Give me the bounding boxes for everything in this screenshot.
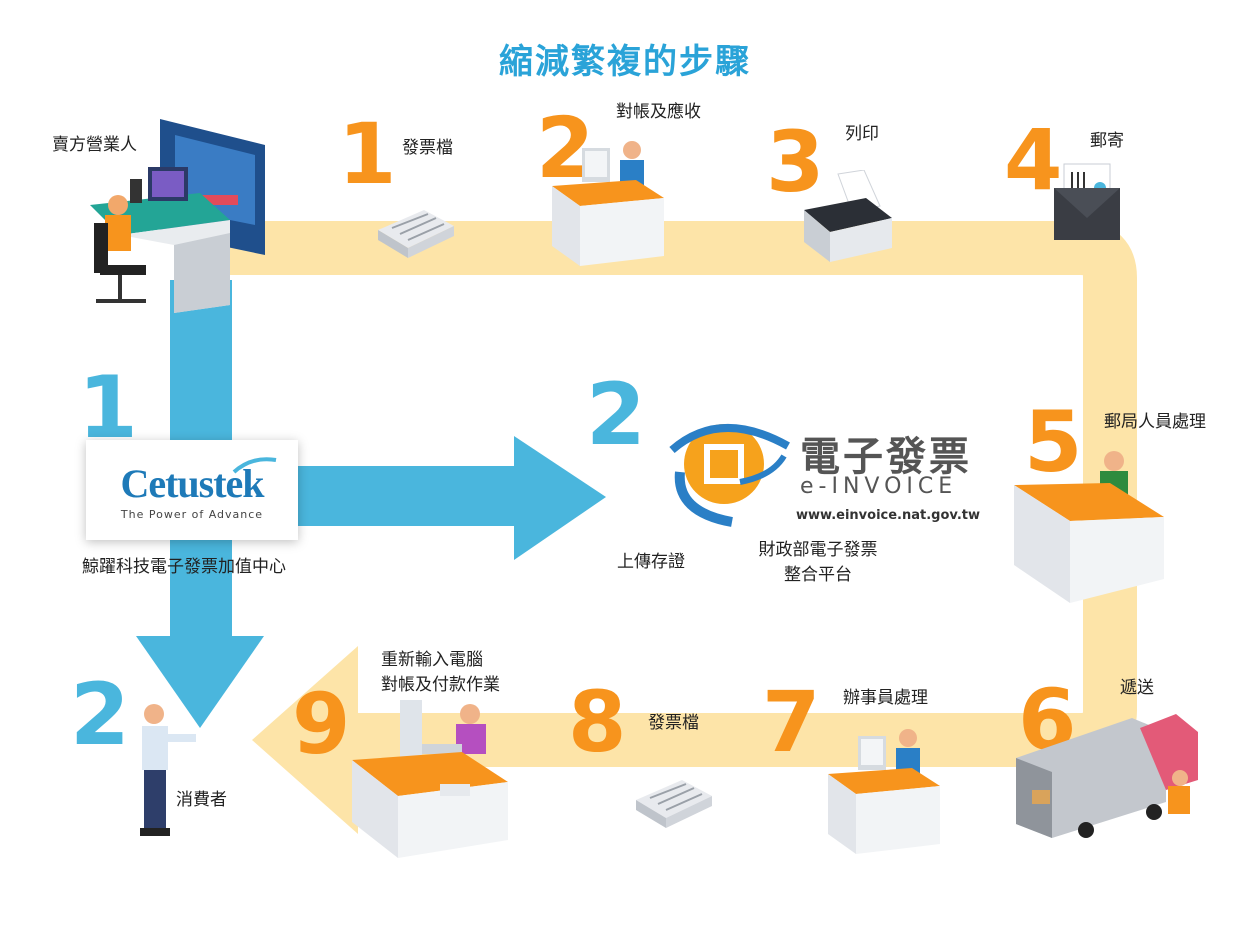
cetustek-tagline: The Power of Advance: [120, 508, 264, 521]
e-invoice-title: 電子發票: [800, 434, 972, 480]
paper-step-3-number: 3: [766, 113, 825, 211]
swoosh-icon: [232, 457, 277, 474]
paper-step-7-label: 辦事員處理: [843, 688, 928, 708]
blue-vertical-arrowhead: [136, 636, 264, 728]
page-title: 縮減繁複的步驟: [499, 42, 751, 82]
invoice-stack-icon: [378, 210, 454, 258]
paper-step-4-number: 4: [1004, 111, 1063, 209]
paper-step-3-label: 列印: [845, 124, 879, 144]
paper-step-6-label: 遞送: [1120, 678, 1154, 698]
e-invoice-logo-icon: [669, 424, 790, 527]
paper-step-9-label: 重新輸入電腦 對帳及付款作業: [381, 648, 500, 697]
paper-step-8-number: 8: [568, 673, 627, 771]
mail-envelope-icon: [1054, 163, 1120, 240]
consumer-person-icon: [140, 704, 196, 836]
e-invoice-subtitle: e-INVOICE: [800, 474, 958, 499]
left-step-1-label: 鯨躍科技電子發票加值中心: [82, 557, 286, 577]
seller-workstation-icon: [90, 119, 265, 313]
paper-flow-arrowhead: [252, 646, 358, 834]
clerk-desk-icon-2: [828, 729, 940, 854]
seller-label: 賣方營業人: [52, 135, 137, 155]
left-step-2-label: 上傳存證: [617, 552, 685, 572]
paper-step-9-label-line2: 對帳及付款作業: [381, 674, 500, 695]
post-office-counter-icon: [1014, 451, 1164, 603]
left-step-1-number: 1: [78, 358, 138, 458]
blue-horizontal-arrow-shaft: [296, 466, 518, 526]
invoice-stack-icon-2: [636, 780, 712, 828]
platform-label-line1: 財政部電子發票: [758, 540, 878, 560]
platform-label-line2: 整合平台: [784, 564, 852, 585]
paper-step-4-label: 郵寄: [1090, 131, 1124, 151]
paper-step-5-number: 5: [1024, 393, 1083, 491]
left-step-2-number: 2: [586, 365, 646, 465]
paper-step-2-label: 對帳及應收: [616, 102, 701, 122]
paper-step-7-number: 7: [762, 673, 821, 771]
clerk-desk-icon: [552, 141, 664, 266]
blue-horizontal-arrowhead: [514, 436, 606, 560]
paper-step-5-label: 郵局人員處理: [1104, 412, 1206, 432]
computer-desk-icon: [352, 700, 508, 858]
paper-step-9-number: 9: [292, 675, 351, 773]
paper-step-1-label: 發票檔: [402, 138, 453, 158]
paper-step-9-label-line1: 重新輸入電腦: [381, 650, 483, 670]
printer-icon: [804, 170, 892, 262]
paper-step-8-label: 發票檔: [648, 713, 699, 733]
cetustek-logo: Cetustek The Power of Advance: [86, 440, 298, 540]
platform-label: 財政部電子發票 整合平台: [750, 538, 886, 587]
left-step-3-label: 消費者: [176, 790, 227, 810]
e-invoice-url: www.einvoice.nat.gov.tw: [796, 508, 980, 523]
delivery-truck-icon: [1016, 714, 1198, 838]
left-step-3-number: 2: [70, 665, 130, 765]
paper-step-1-number: 1: [338, 105, 397, 203]
